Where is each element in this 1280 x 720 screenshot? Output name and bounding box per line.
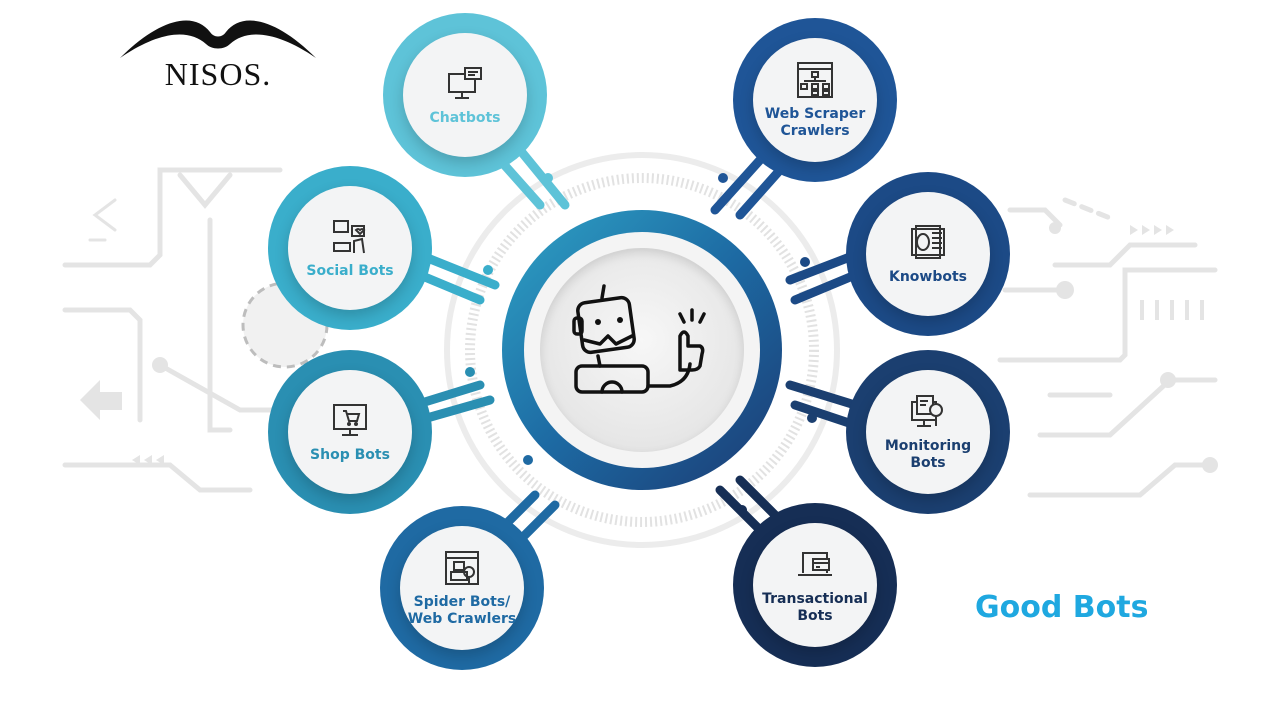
knowledge-book-icon (911, 224, 945, 259)
node-label: Spider Bots/ Web Crawlers (407, 594, 517, 627)
logo-wordmark: NISOS. (164, 56, 272, 92)
monitor-chat-icon (448, 66, 482, 99)
node-label: Knowbots (888, 268, 968, 285)
nisos-logo: NISOS. (118, 10, 318, 92)
diagram-title: Good Bots (975, 590, 1149, 625)
node-knowbots: Knowbots (866, 192, 990, 316)
monitor-search-icon (911, 395, 943, 427)
node-label: Monitoring Bots (884, 438, 972, 471)
node-chatbots: Chatbots (403, 33, 527, 157)
laptop-card-icon (798, 552, 832, 576)
node-label: Web Scraper Crawlers (764, 106, 866, 139)
node-transactional-bots: Transactional Bots (753, 523, 877, 647)
bird-wings-icon (120, 20, 316, 58)
robot-thumbs-up-icon (572, 284, 706, 394)
node-monitoring-bots: Monitoring Bots (866, 370, 990, 494)
node-web-scraper: Web Scraper Crawlers (753, 38, 877, 162)
node-spider-bots: Spider Bots/ Web Crawlers (400, 526, 524, 650)
social-media-icon (333, 219, 366, 253)
sitemap-browser-icon (797, 62, 833, 98)
browser-bot-search-icon (445, 551, 479, 585)
node-label: Chatbots (429, 109, 501, 126)
node-label: Social Bots (306, 262, 394, 279)
node-label: Transactional Bots (762, 591, 868, 624)
node-social-bots: Social Bots (288, 186, 412, 310)
node-shop-bots: Shop Bots (288, 370, 412, 494)
center-hub (540, 248, 744, 452)
shopping-cart-monitor-icon (333, 403, 367, 436)
node-label: Shop Bots (310, 446, 390, 463)
